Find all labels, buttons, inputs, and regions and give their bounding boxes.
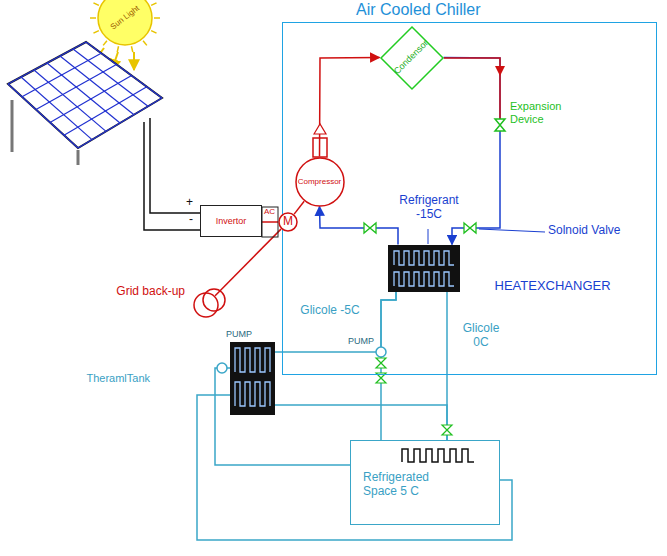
node-text: M — [283, 215, 293, 229]
panel-stand — [11, 100, 14, 152]
panel-cell-line — [86, 42, 162, 98]
heat-exchanger: HEATEXCHANGER — [388, 245, 460, 292]
sun-ray — [151, 31, 156, 34]
thermal-tank-outline — [230, 342, 275, 415]
compressor-circle-shape — [296, 158, 344, 206]
node-heading: HEATEXCHANGER — [495, 279, 611, 294]
condenser-diamond: Condensor — [380, 26, 444, 90]
pump-label: PUMP — [348, 336, 374, 346]
panel-cell-line — [34, 70, 106, 131]
sunlight-arrow — [133, 52, 135, 70]
node-text: Invertor — [216, 216, 247, 226]
compressor-circle: Compressor — [295, 157, 345, 207]
panel-cells — [8, 42, 162, 148]
sun-circle: Sun Light — [97, 0, 153, 46]
thermal-tank: TheramlTank — [230, 342, 275, 415]
sun-ray — [93, 31, 98, 34]
inverter-box: Invertor — [200, 205, 262, 237]
ac-label: AC — [264, 207, 275, 216]
power-line — [294, 201, 304, 214]
glycol-label: Glicole -5C — [300, 304, 360, 318]
coil — [235, 382, 270, 406]
pump-symbol — [217, 363, 227, 373]
sun-ray — [151, 3, 156, 6]
compressor-head — [313, 138, 327, 157]
coil — [235, 348, 270, 372]
sun-ray — [103, 41, 107, 46]
refrigerated-space: Refrigerated Space 5 C — [350, 440, 500, 525]
panel-cell-line — [22, 53, 101, 97]
expansion-valve-symbol — [495, 119, 505, 131]
compressor-housing — [313, 124, 327, 157]
solenoid-valve-symbol — [464, 223, 476, 233]
node-heading: Refrigerated Space 5 C — [363, 471, 443, 499]
panel-cell-line — [21, 77, 92, 140]
solar-panel — [8, 42, 162, 165]
node-text: Compressor — [298, 177, 342, 186]
sun-circle-shape — [98, 0, 152, 45]
coil — [394, 272, 454, 286]
coil — [394, 251, 454, 265]
hot-refrigerant-line — [444, 58, 500, 119]
ac-output-box — [262, 207, 278, 237]
flow-arrow — [314, 124, 326, 134]
refrigerant-line — [320, 207, 399, 245]
power-line — [262, 221, 278, 223]
condenser-diamond-shape — [381, 27, 443, 89]
panel-cell-line — [73, 49, 148, 106]
grid-supply-circle: Grid back-up — [193, 292, 219, 318]
pump-symbol — [376, 347, 386, 357]
dc-wires — [144, 118, 200, 230]
sun-ray — [143, 41, 147, 46]
leader-line — [428, 229, 429, 244]
valve-symbol — [376, 358, 386, 368]
motor-circle-shape — [279, 213, 297, 231]
panel-cell-line — [50, 76, 132, 123]
grid-supply-circle-outline — [193, 292, 219, 318]
power-line — [320, 58, 380, 157]
node-heading: Grid back-up — [116, 285, 185, 299]
node-heading: TheramlTank — [86, 372, 150, 385]
sun-ray — [93, 3, 98, 6]
panel-cell-line — [8, 42, 86, 84]
sun-ray — [154, 17, 160, 19]
device-label: Expansion Device — [510, 100, 572, 125]
sun-ray — [117, 46, 118, 52]
glycol-pipe — [275, 292, 396, 353]
polarity-sign: + — [186, 196, 193, 210]
evaporator-coil — [402, 449, 474, 462]
dc-wire — [150, 118, 200, 213]
glycol-pipe — [197, 395, 512, 540]
panel-cell-line — [36, 64, 116, 109]
grid-supply-circle-shape — [194, 293, 218, 317]
refrigerant-label: Refrigerant -15C — [393, 194, 465, 222]
power-line — [215, 229, 281, 296]
panel-cell-line — [64, 87, 147, 135]
polarity-sign: - — [189, 213, 193, 227]
dc-wire — [144, 122, 200, 230]
sun-ray — [131, 46, 132, 52]
refrigerant-line — [444, 58, 501, 245]
glycol-label: Glicole 0C — [458, 322, 504, 350]
heat-exchanger-outline — [388, 245, 460, 292]
node-heading: Air Cooled Chiller — [356, 1, 481, 19]
solenoid-valve-symbol — [364, 223, 376, 233]
panel-stand — [77, 150, 80, 165]
flow-arrow — [495, 66, 505, 76]
valve-label: Solnoid Valve — [548, 224, 621, 238]
motor-circle: M — [278, 212, 298, 232]
panel-frame — [8, 42, 162, 148]
sun-ray — [90, 17, 96, 19]
glycol-pipe — [275, 405, 447, 440]
panel-cell-line — [60, 56, 134, 115]
pump-label: PUMP — [226, 329, 252, 339]
leader-line — [479, 229, 545, 232]
glycol-pipe — [215, 368, 350, 465]
panel-cell-line — [8, 84, 78, 148]
valve-symbol — [442, 425, 452, 435]
panel-cell-line — [47, 63, 120, 123]
